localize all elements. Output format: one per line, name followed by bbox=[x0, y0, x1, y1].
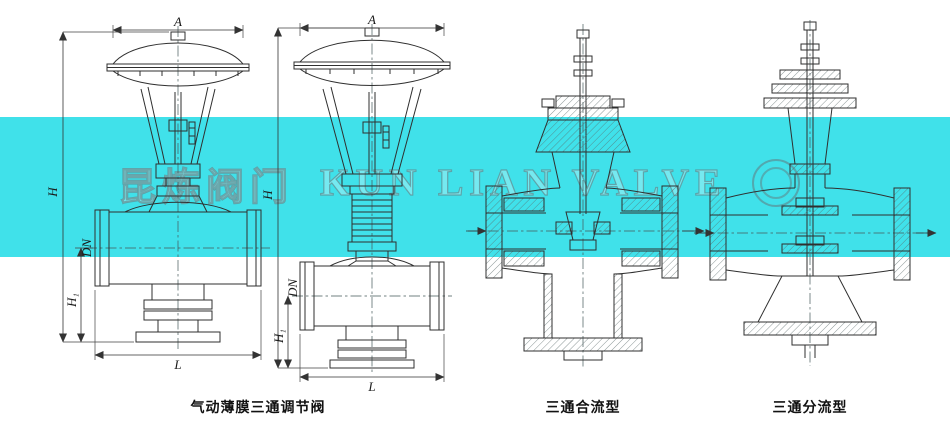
fig3-bottom-chamber bbox=[523, 273, 643, 361]
fig3-centerlines bbox=[468, 24, 700, 368]
dim-label-a-1: A bbox=[173, 14, 182, 29]
caption-pneumatic-valve: 气动薄膜三通调节阀 bbox=[190, 400, 326, 416]
dim-label-h1-2: H₁ bbox=[271, 329, 286, 344]
fig1-actuator bbox=[106, 31, 250, 87]
dim-label-h-2: H bbox=[260, 190, 275, 201]
figure-pneumatic-valve-outline-2: A H H₁ DN L bbox=[260, 12, 452, 394]
dim-label-dn-1: DN bbox=[79, 238, 94, 258]
fig3-stem-and-gland bbox=[535, 29, 631, 214]
fig2-bonnet bbox=[347, 241, 397, 267]
caption-converging-type: 三通合流型 bbox=[545, 400, 621, 416]
dim-label-a-2: A bbox=[367, 12, 376, 27]
figure-three-way-diverging-section bbox=[694, 20, 937, 366]
dim-label-l-1: L bbox=[173, 357, 181, 372]
fig3-body-section bbox=[485, 185, 679, 279]
fig4-bottom-chamber bbox=[743, 275, 877, 358]
fig1-centerlines bbox=[86, 26, 270, 350]
fig2-centerlines bbox=[292, 24, 452, 372]
caption-diverging-type: 三通分流型 bbox=[772, 400, 848, 416]
dim-label-h1-1: H₁ bbox=[64, 293, 79, 308]
fig4-body-section bbox=[709, 174, 911, 281]
dim-label-h-1: H bbox=[45, 187, 60, 198]
dim-label-l-2: L bbox=[367, 379, 375, 394]
fig1-valve-body bbox=[94, 201, 262, 343]
fig2-valve-body bbox=[299, 256, 445, 369]
figure-pneumatic-valve-outline-1: A H H₁ DN L bbox=[45, 14, 270, 372]
fig1-dimensions: A H H₁ DN L bbox=[45, 14, 262, 372]
dim-label-dn-2: DN bbox=[285, 278, 300, 298]
fig4-stem-and-gland bbox=[763, 21, 857, 276]
figure-three-way-converging-section bbox=[466, 24, 705, 368]
fig2-actuator bbox=[293, 27, 451, 86]
